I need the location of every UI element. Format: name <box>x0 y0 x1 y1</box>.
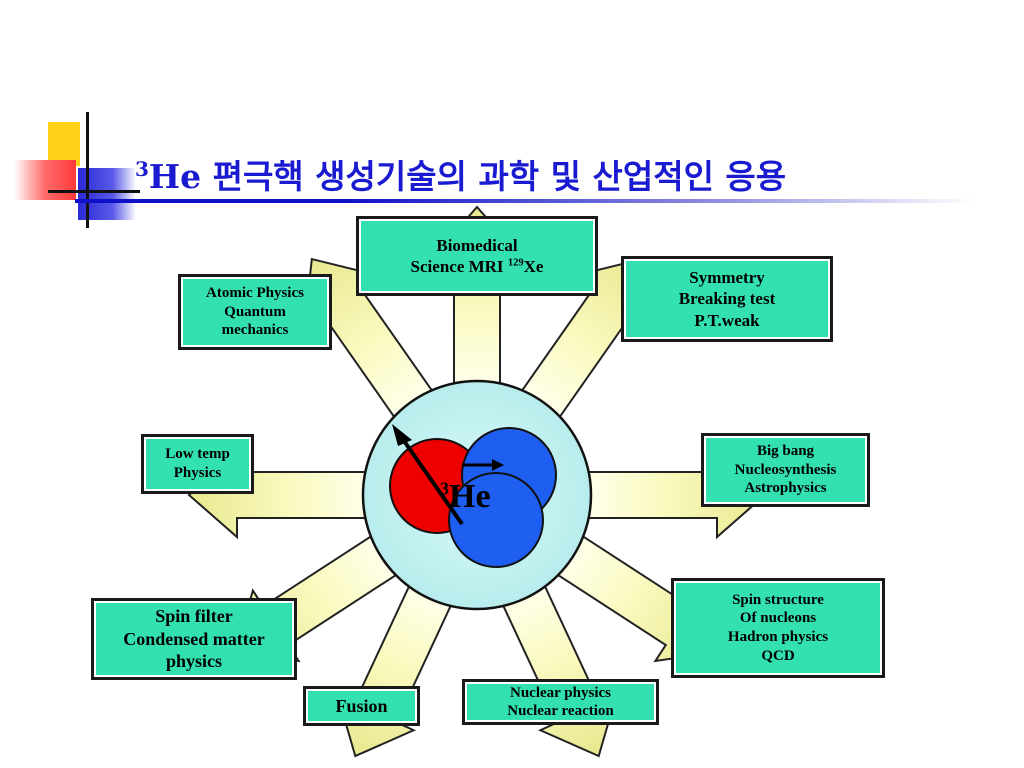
horizontal-rule <box>48 190 140 193</box>
yellow-square <box>48 122 80 166</box>
red-square <box>14 160 76 200</box>
neutron-blue-bottom <box>448 472 544 568</box>
box-low-temp: Low temp Physics <box>141 434 254 494</box>
spin-arrow-diagonal <box>392 424 464 526</box>
title-underline <box>75 199 975 203</box>
box-spin-structure: Spin structure Of nucleons Hadron physic… <box>671 578 885 678</box>
nucleus <box>361 379 593 611</box>
helium-3-label: 3He <box>440 478 491 515</box>
box-nuclear-physics: Nuclear physics Nuclear reaction <box>462 679 659 725</box>
box-spin-filter: Spin filter Condensed matter physics <box>91 598 297 680</box>
box-biomedical: Biomedical Science MRI 129Xe <box>356 216 598 296</box>
box-symmetry: Symmetry Breaking test P.T.weak <box>621 256 833 342</box>
box-big-bang: Big bang Nucleosynthesis Astrophysics <box>701 433 870 507</box>
page-title: 3He 편극핵 생성기술의 과학 및 산업적인 응용 <box>135 157 787 196</box>
vertical-rule <box>86 112 89 228</box>
box-fusion: Fusion <box>303 686 420 726</box>
title-decoration <box>0 0 140 230</box>
box-atomic-physics: Atomic Physics Quantum mechanics <box>178 274 332 350</box>
spin-arrow-horizontal <box>462 459 504 471</box>
